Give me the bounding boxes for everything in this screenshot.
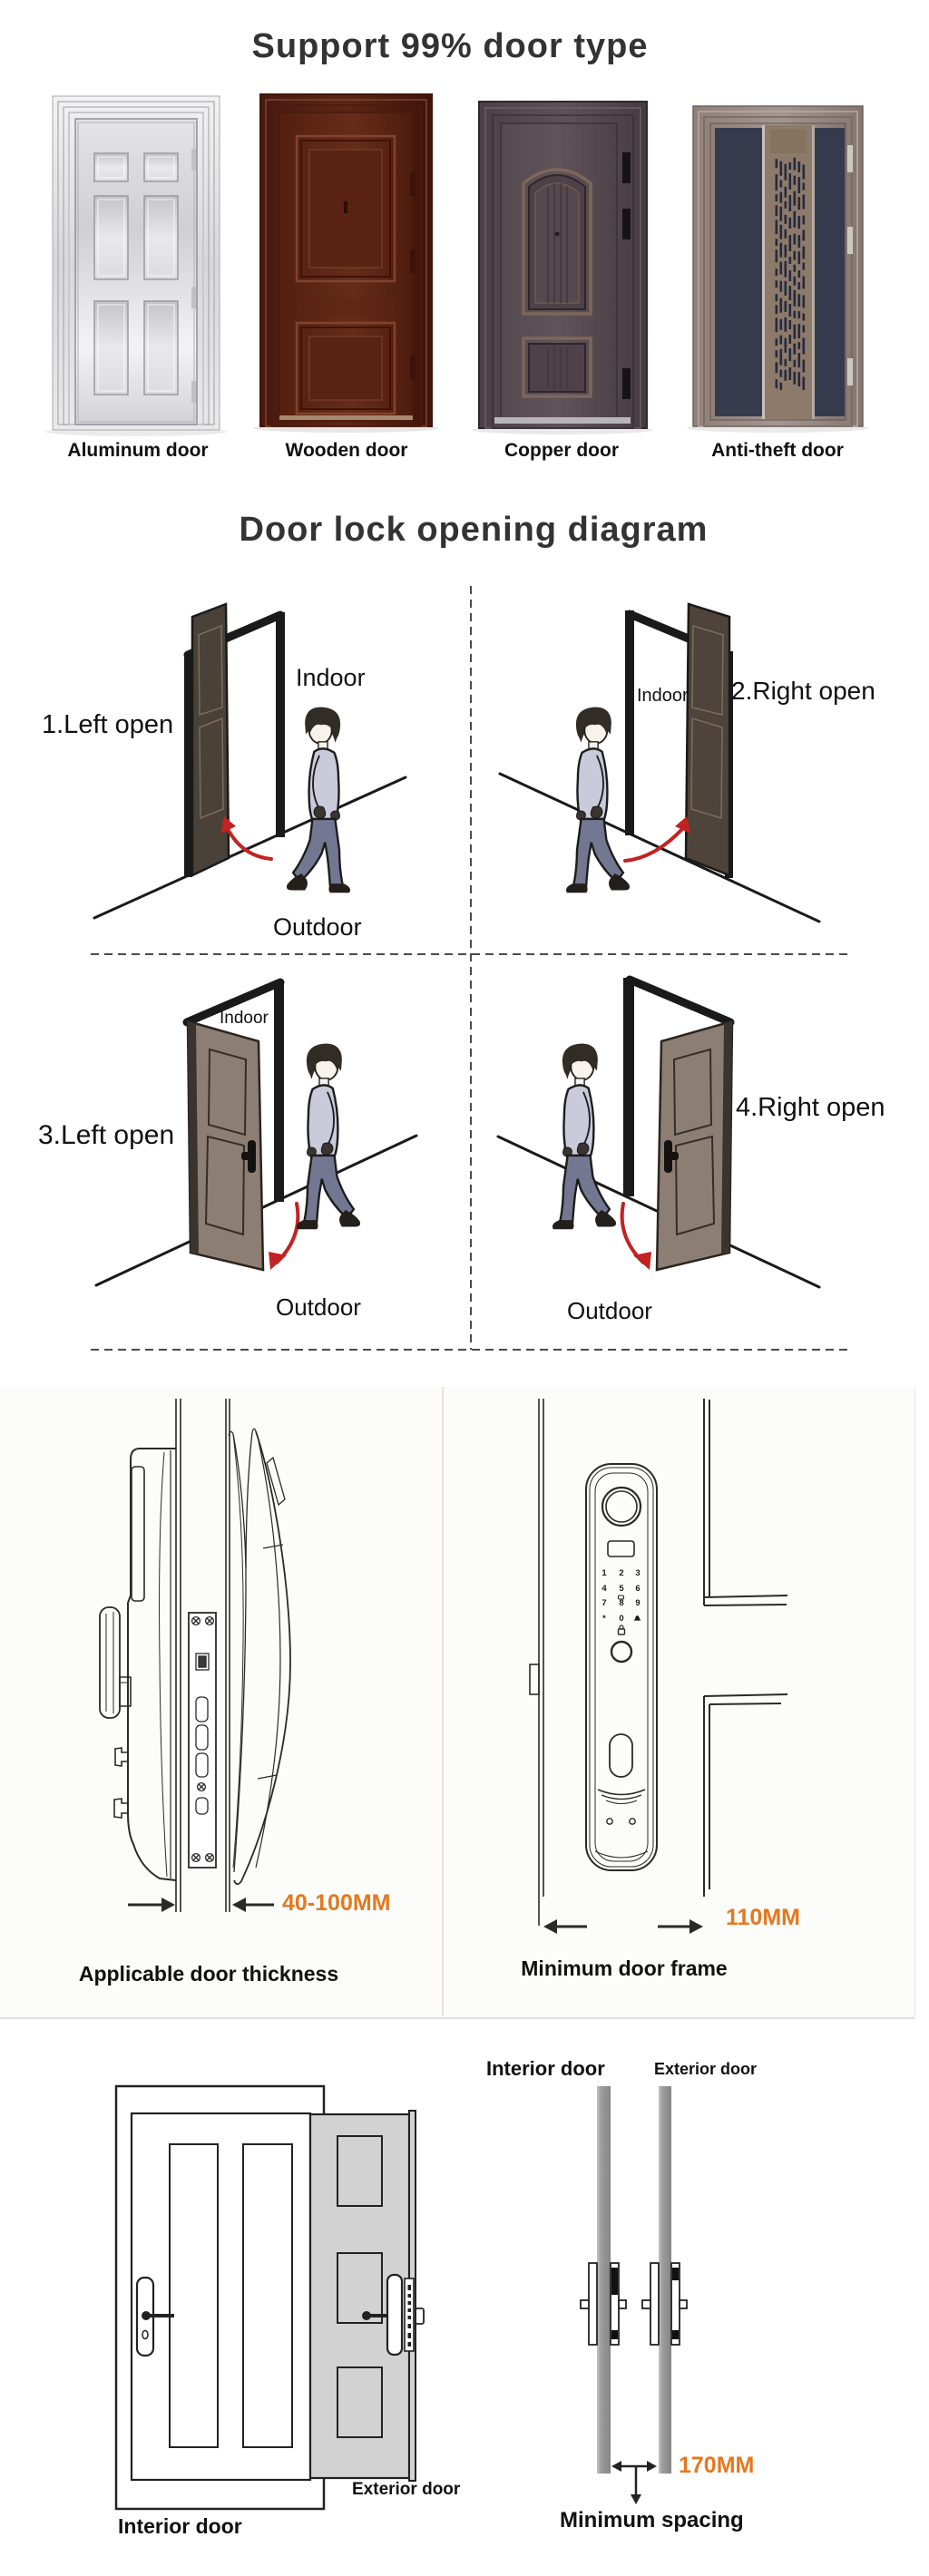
svg-text:0: 0: [619, 1614, 623, 1624]
svg-text:2: 2: [619, 1568, 623, 1578]
svg-text:5: 5: [619, 1584, 624, 1594]
svg-text:1: 1: [601, 1568, 607, 1578]
svg-text:4: 4: [601, 1584, 607, 1594]
svg-text:9: 9: [635, 1598, 640, 1608]
svg-text:7: 7: [601, 1598, 606, 1608]
svg-text:8: 8: [619, 1598, 623, 1608]
svg-text:6: 6: [635, 1584, 640, 1594]
svg-text:*: *: [602, 1614, 606, 1624]
svg-text:3: 3: [635, 1568, 640, 1578]
